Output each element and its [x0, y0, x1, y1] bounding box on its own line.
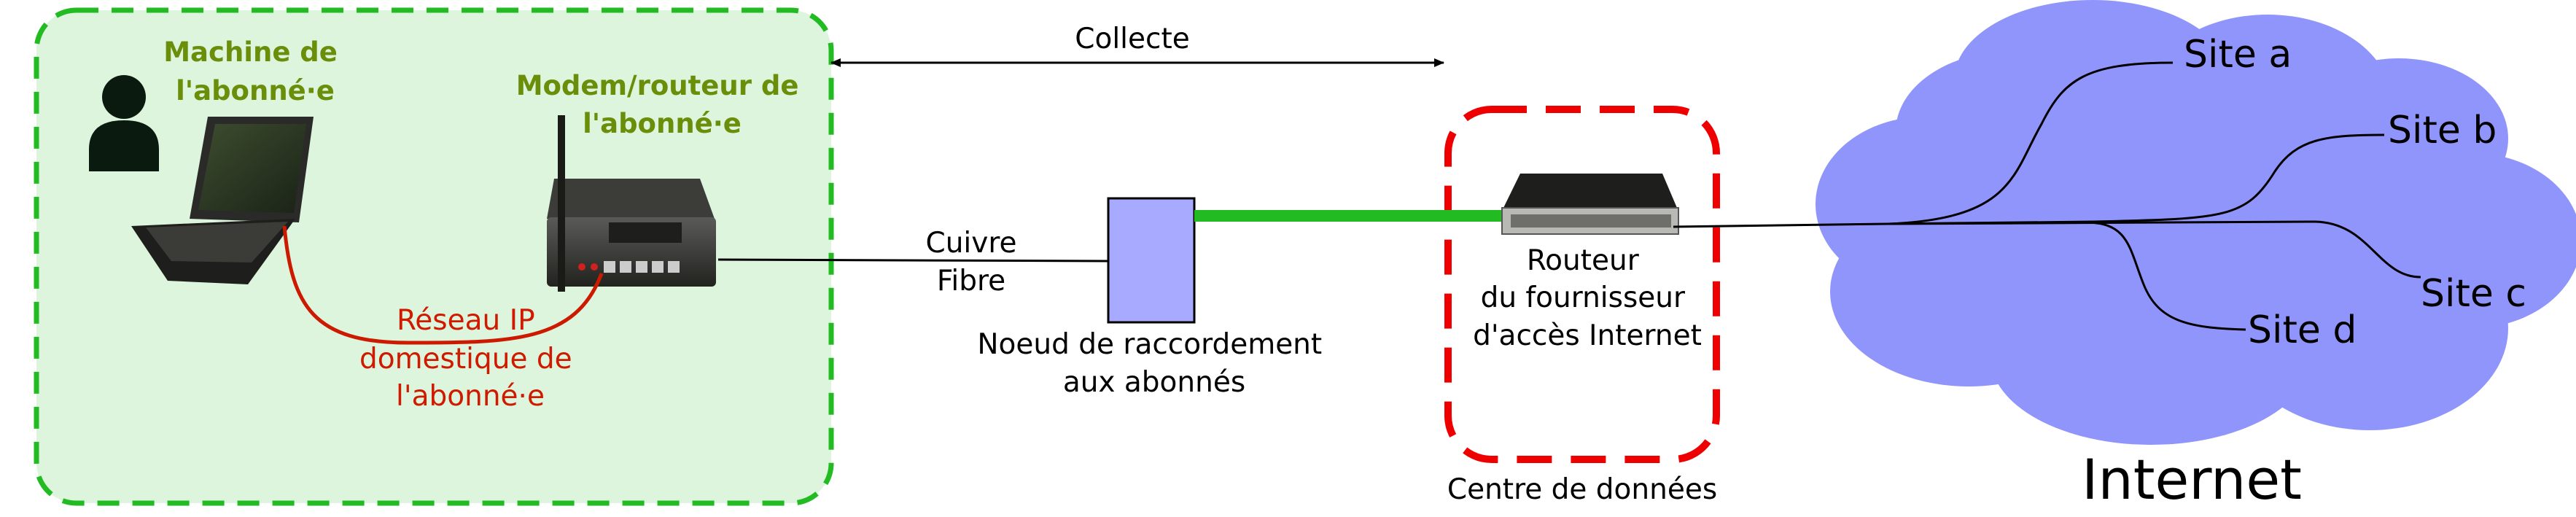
subscriber-modem-line-1: Modem/routeur de	[516, 70, 799, 101]
isp-router-label: Routeur du fournisseur d'accès Internet	[1473, 244, 1702, 352]
site-c-label: Site c	[2421, 272, 2526, 316]
user-icon	[89, 75, 159, 171]
internet-cloud	[1816, 0, 2576, 445]
isp-router-line-1: Routeur	[1527, 244, 1640, 277]
isp-router-line-3: d'accès Internet	[1473, 319, 1702, 352]
fiber-label: Fibre	[937, 265, 1005, 298]
subscriber-modem-label: Modem/routeur de l'abonné·e	[516, 70, 809, 139]
laptop-icon	[131, 117, 314, 284]
subscriber-machine-label: Machine de l'abonné·e	[163, 36, 347, 106]
subscriber-machine-line-2: l'abonné·e	[176, 75, 335, 106]
subscriber-machine-line-1: Machine de	[163, 36, 338, 68]
home-network-line-2: domestique de	[359, 343, 572, 376]
access-node-line-1: Noeud de raccordement	[977, 328, 1322, 361]
home-network-label: Réseau IP domestique de l'abonné·e	[359, 304, 581, 413]
site-d-label: Site d	[2248, 308, 2357, 352]
internet-label: Internet	[2082, 447, 2302, 512]
switch-icon	[1501, 174, 1679, 235]
datacenter-zone	[1444, 106, 1720, 463]
site-b-label: Site b	[2388, 109, 2497, 152]
access-node	[1107, 197, 1196, 324]
subscriber-modem-line-2: l'abonné·e	[583, 108, 742, 139]
isp-router-line-2: du fournisseur	[1481, 281, 1686, 314]
access-node-line-2: aux abonnés	[1063, 366, 1245, 399]
access-node-label: Noeud de raccordement aux abonnés	[977, 328, 1331, 399]
site-a-label: Site a	[2184, 33, 2292, 77]
home-network-link	[282, 225, 604, 345]
home-network-line-1: Réseau IP	[397, 304, 535, 337]
copper-label: Cuivre	[925, 227, 1016, 260]
copper-fiber-link	[717, 258, 1109, 263]
datacenter-label: Centre de données	[1447, 473, 1717, 506]
internet-links	[1673, 61, 2421, 331]
modem-icon	[547, 115, 716, 292]
home-network-line-3: l'abonné·e	[396, 380, 545, 413]
collect-label: Collecte	[1075, 23, 1190, 55]
